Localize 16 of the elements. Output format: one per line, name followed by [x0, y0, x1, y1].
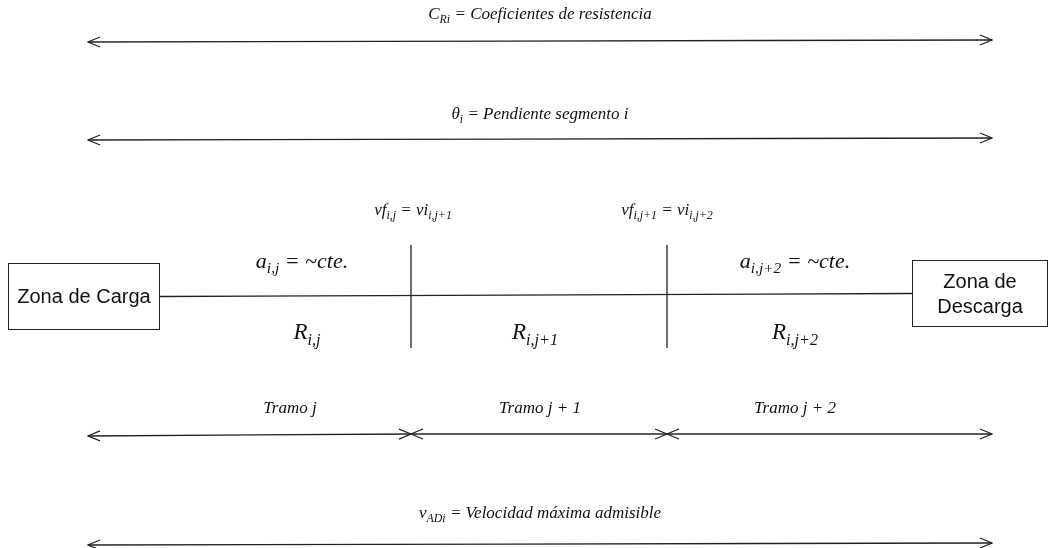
formula-label: a$_{i,j+2}$ = ~cte. — [739, 248, 851, 278]
formula-label: vf$_{i,j}$ = vi$_{i,j+1}$ — [374, 200, 452, 223]
formula-label: vf$_{i,j+1}$ = vi$_{i,j+2}$ — [621, 200, 713, 223]
formula-label: Tramo j + 1 — [499, 398, 581, 419]
zone-box: Zona de Carga — [8, 263, 160, 330]
formula-label: R$_{i,j+2}$ — [772, 318, 818, 349]
connector-line — [159, 292, 913, 298]
formula-label: v$_{ADi}$ = Velocidad máxima admisible — [418, 503, 662, 526]
formula-label: Tramo j — [263, 398, 317, 419]
formula-label: R$_{i,j+1}$ — [512, 318, 558, 349]
formula-label: Tramo j + 2 — [754, 398, 836, 419]
formula-label: θ$_{i}$ = Pendiente segmento i — [451, 104, 629, 127]
zone-box: Zona de Descarga — [912, 260, 1048, 327]
formula-label: C$_{Ri}$ = Coeficientes de resistencia — [428, 4, 652, 27]
formula-label: R$_{i,j}$ — [293, 318, 321, 349]
formula-label: a$_{i,j}$ = ~cte. — [255, 248, 349, 278]
